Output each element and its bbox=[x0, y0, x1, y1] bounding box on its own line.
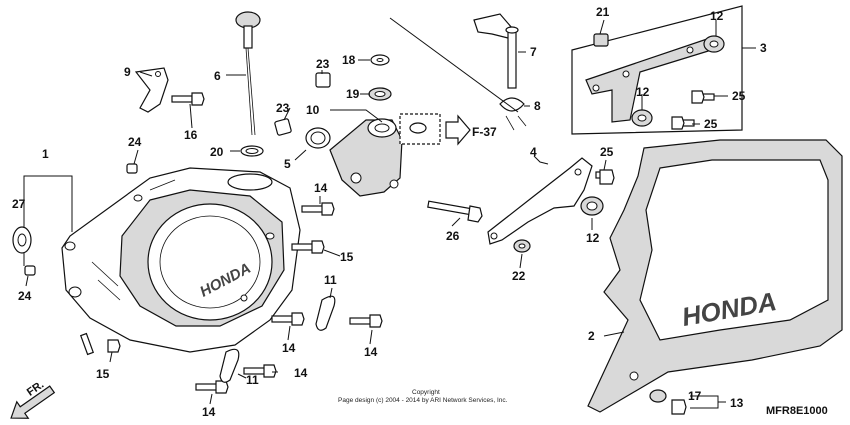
oil-dipstick[interactable] bbox=[235, 11, 261, 136]
clamp-11-right[interactable] bbox=[315, 295, 336, 331]
callout-25-c: 25 bbox=[600, 145, 614, 159]
bolt-25-mid[interactable] bbox=[595, 169, 615, 185]
bolt-14-a[interactable] bbox=[301, 202, 335, 216]
oil-seal[interactable] bbox=[12, 226, 32, 254]
bolt-16[interactable] bbox=[171, 92, 205, 106]
front-direction-arrow: FR. bbox=[10, 379, 56, 419]
callout-6: 6 bbox=[214, 69, 221, 83]
callout-25-b: 25 bbox=[704, 117, 718, 131]
o-ring-5[interactable] bbox=[305, 127, 331, 149]
clamp-11-lower[interactable] bbox=[219, 348, 240, 383]
dowel-pin-lower[interactable] bbox=[24, 265, 36, 276]
callout-25-a: 25 bbox=[732, 89, 746, 103]
bracket-9[interactable] bbox=[134, 67, 169, 113]
callout-9: 9 bbox=[124, 65, 131, 79]
bolt-15-left[interactable] bbox=[79, 332, 121, 356]
bolt-25-lower[interactable] bbox=[671, 116, 695, 130]
bolt-13[interactable] bbox=[671, 399, 687, 415]
grommet-12-top[interactable] bbox=[703, 35, 725, 53]
bearing-19[interactable] bbox=[368, 87, 392, 101]
washer-18[interactable] bbox=[370, 54, 390, 66]
callout-labels: 1 2 3 4 5 6 7 8 9 10 11 11 12 12 12 12 1… bbox=[12, 5, 767, 419]
callout-15-a: 15 bbox=[340, 250, 354, 264]
crankcase-cover[interactable]: HONDA bbox=[61, 167, 301, 353]
callout-27: 27 bbox=[12, 197, 26, 211]
dowel-pin-upper[interactable] bbox=[126, 163, 138, 174]
callout-18: 18 bbox=[342, 53, 356, 67]
lifter-arm-7[interactable] bbox=[473, 13, 519, 89]
callout-16: 16 bbox=[184, 128, 198, 142]
callout-14-b: 14 bbox=[282, 341, 296, 355]
reference-section-f37[interactable]: F-37 bbox=[399, 113, 497, 146]
o-ring-20[interactable] bbox=[240, 145, 264, 157]
grommet-17[interactable] bbox=[649, 389, 667, 403]
copyright-line-2: Page design (c) 2004 - 2014 by ARI Netwo… bbox=[338, 397, 508, 404]
callout-14-e: 14 bbox=[202, 405, 216, 419]
callout-14-c: 14 bbox=[364, 345, 378, 359]
callout-1: 1 bbox=[42, 147, 49, 161]
grommet-12-mid[interactable] bbox=[580, 196, 604, 216]
bolt-14-b[interactable] bbox=[271, 312, 305, 326]
callout-11-lower: 11 bbox=[246, 373, 259, 387]
callout-26: 26 bbox=[446, 229, 460, 243]
nut-22[interactable] bbox=[513, 239, 531, 253]
callout-10: 10 bbox=[306, 103, 320, 117]
bolt-14-e[interactable] bbox=[195, 380, 229, 394]
callout-20: 20 bbox=[210, 145, 224, 159]
collar-23-lower[interactable] bbox=[274, 118, 292, 136]
callout-11-right: 11 bbox=[324, 273, 337, 287]
callout-13: 13 bbox=[730, 396, 744, 410]
callout-3: 3 bbox=[760, 41, 767, 55]
side-cover-panel-2[interactable]: HONDA bbox=[587, 139, 843, 413]
callout-12-c: 12 bbox=[586, 231, 600, 245]
reference-f37-label: F-37 bbox=[472, 125, 497, 139]
callout-14-a: 14 bbox=[314, 181, 328, 195]
grommet-12-lower[interactable] bbox=[631, 109, 653, 127]
callout-24-a: 24 bbox=[128, 135, 142, 149]
bolt-14-d[interactable] bbox=[243, 364, 277, 378]
bolt-25-upper[interactable] bbox=[691, 90, 715, 104]
callout-23-b: 23 bbox=[276, 101, 290, 115]
spring-8[interactable] bbox=[499, 97, 527, 131]
lifter-housing-10[interactable] bbox=[329, 118, 403, 197]
callout-12-b: 12 bbox=[636, 85, 650, 99]
callout-4: 4 bbox=[530, 145, 537, 159]
copyright-line-1: Copyright bbox=[412, 389, 440, 396]
clip-21[interactable] bbox=[593, 33, 609, 47]
callout-22: 22 bbox=[512, 269, 526, 283]
callout-21: 21 bbox=[596, 5, 610, 19]
leader-lines bbox=[23, 19, 756, 409]
collar-23-upper[interactable] bbox=[315, 72, 331, 88]
diagram-code: MFR8E1000 bbox=[766, 405, 828, 417]
bolt-26[interactable] bbox=[427, 200, 483, 223]
callout-24-b: 24 bbox=[18, 289, 32, 303]
callout-7: 7 bbox=[530, 45, 537, 59]
callout-2: 2 bbox=[588, 329, 595, 343]
bolt-15-right[interactable] bbox=[291, 240, 325, 254]
callout-19: 19 bbox=[346, 87, 360, 101]
callout-5: 5 bbox=[284, 157, 291, 171]
callout-23-a: 23 bbox=[316, 57, 330, 71]
callout-17: 17 bbox=[688, 389, 702, 403]
bolt-14-c[interactable] bbox=[349, 314, 383, 328]
callout-12-a: 12 bbox=[710, 9, 724, 23]
callout-15-b: 15 bbox=[96, 367, 110, 381]
callout-8: 8 bbox=[534, 99, 541, 113]
callout-14-d: 14 bbox=[294, 366, 308, 380]
bracket-4[interactable] bbox=[487, 157, 593, 245]
